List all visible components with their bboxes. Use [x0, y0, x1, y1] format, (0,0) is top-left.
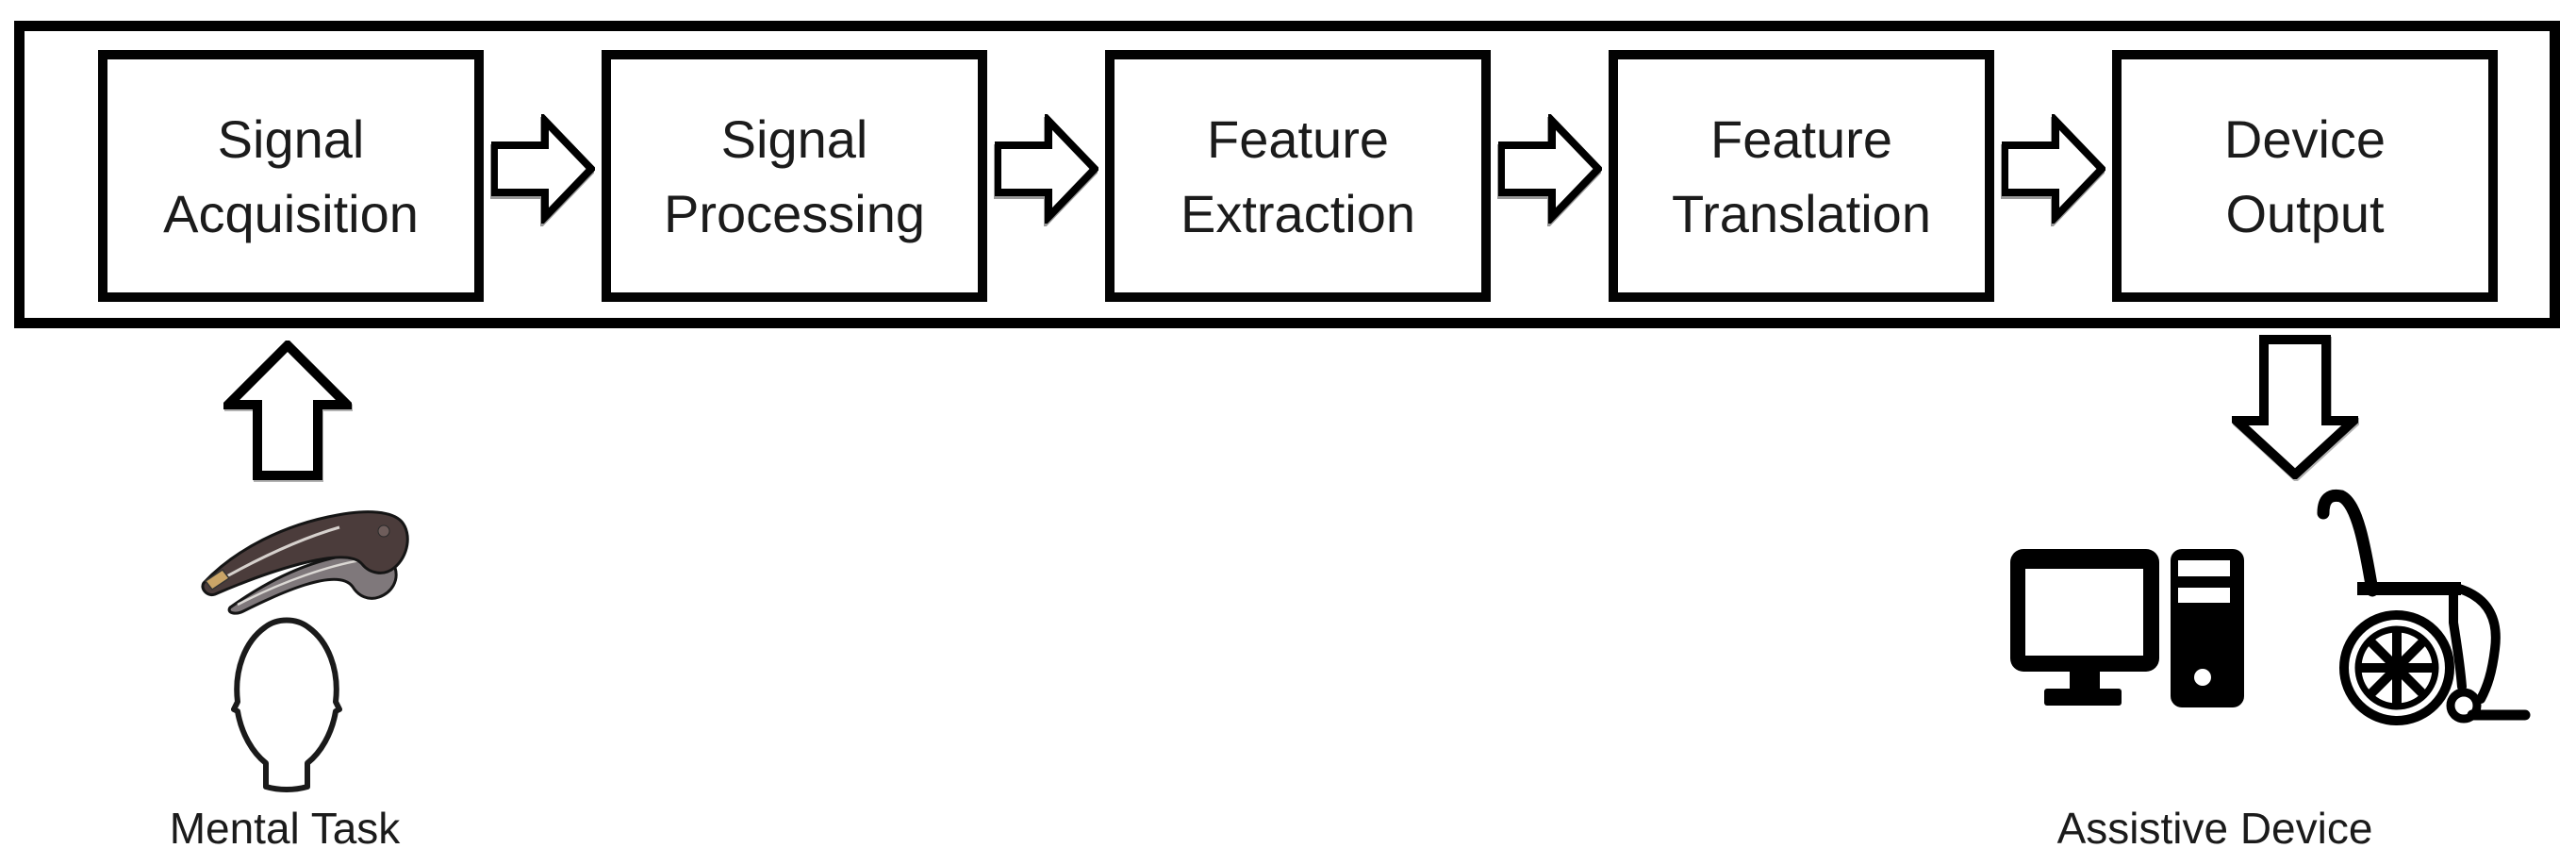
stage-box-feature-extraction: Feature Extraction [1105, 50, 1491, 302]
wheelchair-backpost [2317, 489, 2379, 597]
computer-stand-base [2044, 689, 2122, 706]
desktop-computer-icon [2010, 549, 2244, 707]
stage-label-feature-extraction: Feature Extraction [1181, 108, 1415, 243]
right-block-arrow-icon [1498, 114, 1602, 224]
stage-box-signal-acquisition: Signal Acquisition [98, 50, 484, 302]
down-block-arrow-icon [2232, 335, 2358, 479]
stage-label-device-output: Device Output [2223, 108, 2386, 243]
stage-label-signal-processing: Signal Processing [663, 108, 926, 243]
right-block-arrow-icon [491, 114, 595, 224]
eeg-headset-icon [201, 510, 409, 615]
computer-tower-slot-1 [2178, 560, 2230, 576]
right-block-arrow-icon [2002, 114, 2105, 224]
computer-screen [2025, 569, 2143, 656]
stage-box-feature-translation: Feature Translation [1609, 50, 1994, 302]
system-frame [14, 21, 2560, 328]
headset-upper-band [201, 510, 409, 597]
stage-label-feature-translation: Feature Translation [1672, 108, 1931, 243]
right-block-arrow-icon [995, 114, 1098, 224]
computer-power-button [2194, 669, 2211, 686]
stage-box-signal-processing: Signal Processing [602, 50, 987, 302]
computer-tower-slot-2 [2178, 588, 2230, 603]
wheelchair-hub [2390, 661, 2403, 674]
wheelchair-front-rigging [2454, 584, 2501, 704]
stage-label-signal-acquisition: Signal Acquisition [163, 108, 419, 243]
caption-assistive-device: Assistive Device [2056, 804, 2373, 853]
stage-box-device-output: Device Output [2112, 50, 2498, 302]
wheelchair-wheel-inner-rim [2354, 625, 2439, 710]
wheelchair-icon [2317, 489, 2531, 725]
headset-stud [377, 524, 390, 538]
head-silhouette-icon [231, 617, 342, 792]
wheelchair-seat-drop [2449, 584, 2467, 691]
caption-mental-task: Mental Task [169, 804, 401, 853]
headset-lower-glint [237, 557, 367, 607]
up-block-arrow-icon [223, 341, 352, 480]
headset-electrode-pad [204, 568, 231, 591]
